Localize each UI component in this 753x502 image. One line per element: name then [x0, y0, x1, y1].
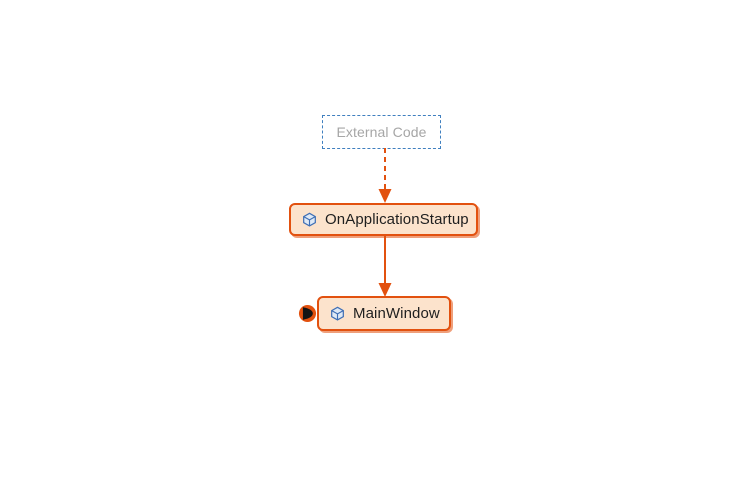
node-external-code[interactable]: External Code — [322, 115, 441, 149]
arrowhead-icon — [378, 189, 392, 203]
cube-icon — [303, 212, 316, 227]
edge-external-code-to-on-application-startup[interactable] — [371, 148, 399, 206]
node-external-code-label: External Code — [336, 124, 427, 140]
node-main-window[interactable]: MainWindow — [317, 296, 451, 331]
edge-on-application-startup-to-main-window[interactable] — [371, 234, 399, 300]
cube-icon — [331, 306, 344, 321]
node-main-window-label: MainWindow — [353, 305, 440, 322]
arrowhead-icon — [378, 283, 392, 297]
current-statement-arrow-icon[interactable] — [298, 304, 317, 323]
node-on-application-startup-label: OnApplicationStartup — [325, 211, 469, 228]
node-on-application-startup[interactable]: OnApplicationStartup — [289, 203, 478, 236]
